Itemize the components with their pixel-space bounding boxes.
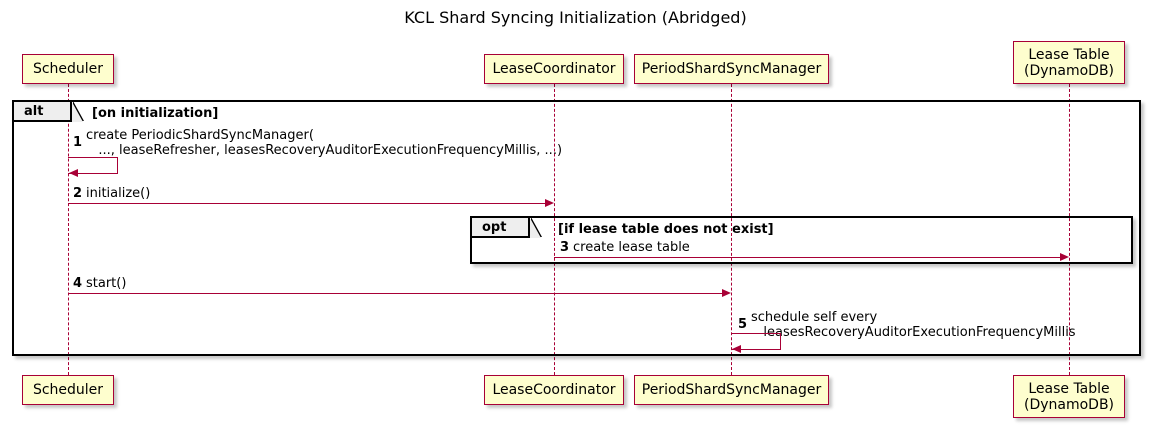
message-4-arrowhead: [722, 289, 731, 297]
frame-opt-tab: opt: [472, 218, 530, 238]
participant-lease-coordinator-bottom-label: LeaseCoordinator: [492, 382, 616, 398]
frame-alt-tab: alt: [14, 102, 72, 122]
frame-opt-tab-notch: [530, 218, 541, 238]
message-4-line: [68, 293, 723, 294]
message-3-label: create lease table: [573, 240, 690, 255]
message-5-number: 5: [738, 317, 748, 332]
participant-scheduler-top[interactable]: Scheduler: [22, 54, 114, 84]
message-4-label: start(): [86, 276, 127, 291]
message-5-self-loop: [731, 333, 781, 350]
message-2-line: [68, 203, 546, 204]
participant-scheduler-label: Scheduler: [32, 61, 104, 77]
message-1-label-line1: create PeriodicShardSyncManager(: [86, 128, 314, 143]
participant-period-shard-sync-manager-bottom[interactable]: PeriodShardSyncManager: [634, 375, 829, 405]
participant-scheduler-bottom-label: Scheduler: [32, 382, 104, 398]
frame-alt-condition: [on initialization]: [92, 106, 219, 121]
lifeline-lease-table: [1069, 84, 1070, 375]
diagram-title: KCL Shard Syncing Initialization (Abridg…: [404, 8, 747, 27]
participant-lease-table-bottom-label-line2: (DynamoDB): [1023, 396, 1115, 413]
participant-lease-table-bottom[interactable]: Lease Table (DynamoDB): [1013, 375, 1125, 418]
participant-lease-coordinator-bottom[interactable]: LeaseCoordinator: [484, 375, 624, 405]
participant-scheduler-bottom[interactable]: Scheduler: [22, 375, 114, 405]
participant-lease-coordinator-top[interactable]: LeaseCoordinator: [484, 54, 624, 84]
frame-alt: [12, 100, 1141, 356]
message-3-number: 3: [560, 240, 570, 255]
participant-lease-coordinator-label: LeaseCoordinator: [492, 61, 616, 77]
message-2-label: initialize(): [86, 186, 151, 201]
message-1-self-loop: [68, 157, 118, 174]
lifeline-lease-coordinator: [554, 84, 555, 375]
participant-period-shard-sync-manager-label: PeriodShardSyncManager: [641, 61, 822, 77]
message-1-label-line2: ..., leaseRefresher, leasesRecoveryAudit…: [86, 143, 563, 158]
message-1-number: 1: [73, 135, 83, 150]
lifeline-period-shard-sync-manager: [731, 84, 732, 375]
message-3-line: [554, 257, 1061, 258]
participant-lease-table-top[interactable]: Lease Table (DynamoDB): [1013, 41, 1125, 84]
participant-lease-table-bottom-label-line1: Lease Table: [1028, 380, 1110, 397]
frame-alt-keyword: alt: [24, 103, 44, 119]
participant-lease-table-label-line1: Lease Table: [1028, 46, 1110, 63]
frame-alt-tab-notch: [72, 102, 83, 122]
frame-opt-keyword: opt: [482, 219, 507, 235]
message-4-number: 4: [73, 276, 83, 291]
message-3-arrowhead: [1060, 253, 1069, 261]
message-2-arrowhead: [545, 199, 554, 207]
message-5-label-line1: schedule self every: [751, 310, 878, 325]
participant-period-shard-sync-manager-top[interactable]: PeriodShardSyncManager: [634, 54, 829, 84]
message-2-number: 2: [73, 186, 83, 201]
frame-opt-condition: [if lease table does not exist]: [558, 222, 774, 237]
participant-lease-table-label-line2: (DynamoDB): [1023, 62, 1115, 79]
message-5-label-line2: leasesRecoveryAuditorExecutionFrequencyM…: [751, 325, 1076, 340]
message-1-arrowhead: [69, 169, 78, 177]
message-5-arrowhead: [732, 345, 741, 353]
participant-period-shard-sync-manager-bottom-label: PeriodShardSyncManager: [641, 382, 822, 398]
frame-opt: [470, 216, 1133, 264]
lifeline-scheduler: [68, 84, 69, 375]
